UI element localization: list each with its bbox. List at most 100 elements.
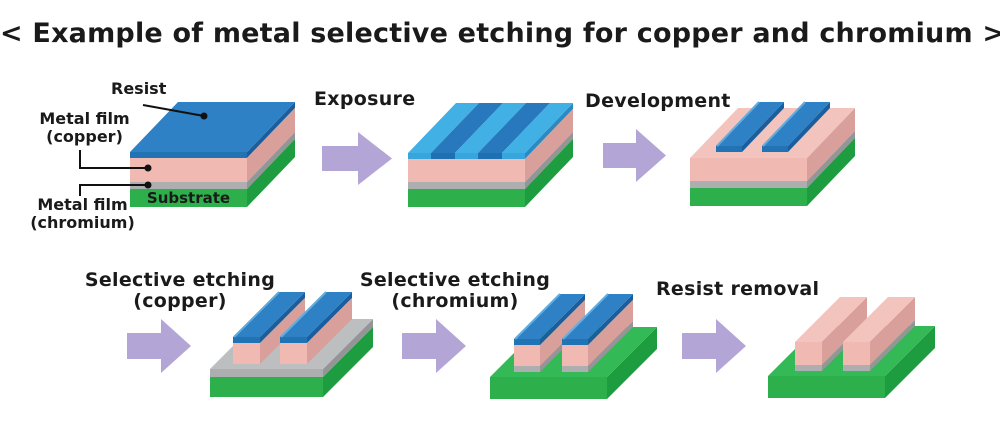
selective-etching-chromium-label: Selective etching (chromium)	[355, 270, 555, 312]
b4-ridge1-resist-front-face	[233, 337, 260, 343]
b1-chromium-right-face	[247, 132, 295, 189]
b5-ridge2-copper-front-face	[562, 345, 588, 366]
block-after-development	[690, 101, 855, 206]
b2-resist-stripe-exposed-2	[455, 103, 526, 153]
b6-ridge2-chromium-front-face	[843, 365, 870, 371]
selective-etching-copper-line1: Selective etching	[84, 269, 276, 291]
b2-resist-front-exposed-2	[455, 153, 478, 159]
b4-ridge1-highlight	[233, 291, 280, 338]
resist-removal-step-label: Resist removal	[656, 278, 820, 300]
b1-resist-top-face	[130, 102, 295, 152]
b5-ridge1-chromium-front-face	[514, 366, 540, 372]
b2-copper-front-face	[408, 159, 525, 182]
b4-ridge1-copper-right-face	[260, 298, 305, 364]
resist-pointer-line	[142, 104, 205, 117]
resist-label: Resist	[111, 79, 167, 98]
b5-ridge2-highlight	[562, 293, 609, 340]
b2-resist-stripe-unexposed-1	[431, 103, 503, 153]
copper-etch-arrow-icon	[127, 319, 191, 373]
b2-copper-right-face	[525, 109, 573, 182]
exposure-step-label: Exposure	[314, 88, 416, 110]
b4-chromium-right-face	[323, 319, 373, 377]
block-initial-stack	[130, 102, 295, 207]
b3-resist-bar1-highlight	[716, 101, 760, 147]
b2-substrate-front-face	[408, 189, 525, 207]
metal-film-copper-line2: (copper)	[46, 127, 123, 146]
b1-substrate-right-face	[247, 139, 295, 207]
b2-resist-front-unexposed-1	[431, 153, 455, 159]
b4-ridge1-resist-right-face	[260, 292, 305, 343]
b3-chromium-right-face	[807, 131, 855, 188]
b5-ridge1-resist-top-face	[514, 294, 585, 339]
b2-resist-right-face	[525, 103, 573, 159]
block-after-resist-removal	[768, 297, 935, 398]
metal-film-chromium-line1: Metal film	[37, 195, 128, 214]
selective-etching-chromium-line2: (chromium)	[391, 290, 519, 312]
b4-substrate-right-face	[323, 327, 373, 397]
b4-chromium-front-face	[210, 369, 323, 377]
b3-substrate-front-face	[690, 188, 807, 206]
b2-resist-stripe-exposed-3	[502, 103, 573, 153]
b6-ridge1-copper-top-face	[795, 297, 867, 342]
copper-pointer-line	[79, 150, 147, 169]
b5-ridge2-resist-top-face	[562, 294, 633, 339]
b5-substrate-front-face	[490, 377, 607, 399]
b1-substrate-front-face	[130, 189, 247, 207]
metal-film-chromium-label: Metal film (chromium)	[20, 196, 145, 232]
b3-copper-front-face	[690, 158, 807, 181]
b2-substrate-right-face	[525, 139, 573, 207]
b6-ridge1-copper-front-face	[795, 342, 822, 365]
b4-ridge2-resist-top-face	[280, 292, 352, 337]
b3-resist-bar2-right-face	[788, 102, 830, 152]
b3-resist-bar2-highlight	[762, 101, 806, 147]
b3-resist-bar1-top-face	[716, 102, 784, 146]
b2-resist-front-exposed-3	[502, 153, 525, 159]
b2-resist-stripe-unexposed-2	[478, 103, 550, 153]
b6-ridge2-chromium-right-face	[870, 320, 915, 371]
b1-resist-front-face	[130, 152, 247, 158]
b1-copper-right-face	[247, 108, 295, 182]
exposure-arrow-icon	[322, 132, 392, 185]
selective-etching-copper-line2: (copper)	[133, 290, 227, 312]
b5-ridge1-resist-right-face	[540, 294, 585, 345]
block-after-copper-etch	[210, 291, 373, 397]
b2-chromium-front-face	[408, 182, 525, 189]
b1-resist-right-face	[247, 102, 295, 158]
b5-substrate-right-face	[607, 327, 657, 399]
chromium-etch-arrow-icon	[402, 319, 466, 373]
metal-film-chromium-line2: (chromium)	[30, 213, 135, 232]
b5-ridge1-copper-right-face	[540, 300, 585, 366]
b4-ridge2-resist-front-face	[280, 337, 307, 343]
b6-ridge1-chromium-front-face	[795, 365, 822, 371]
b3-copper-right-face	[807, 108, 855, 181]
b3-chromium-front-face	[690, 181, 807, 188]
b2-chromium-right-face	[525, 132, 573, 189]
metal-film-copper-line1: Metal film	[39, 109, 130, 128]
b4-ridge2-copper-front-face	[280, 343, 307, 364]
b3-resist-bar1-right-face	[742, 102, 784, 152]
b4-ridge2-highlight	[280, 291, 327, 338]
block-after-exposure	[408, 103, 573, 207]
b6-ridge2-copper-top-face	[843, 297, 915, 342]
b3-substrate-right-face	[807, 138, 855, 206]
b2-resist-front-unexposed-2	[478, 153, 502, 159]
b4-ridge2-resist-right-face	[307, 292, 352, 343]
resist-removal-arrow-icon	[682, 319, 746, 373]
diagram-title: < Example of metal selective etching for…	[0, 18, 1000, 49]
selective-etching-copper-label: Selective etching (copper)	[80, 270, 280, 312]
b5-ridge2-resist-front-face	[562, 339, 588, 345]
b2-resist-stripe-exposed-1	[408, 103, 479, 153]
b5-ridge1-copper-front-face	[514, 345, 540, 366]
b5-ridge2-copper-right-face	[588, 300, 633, 366]
b4-substrate-front-face	[210, 377, 323, 397]
b2-resist-front-exposed-1	[408, 153, 431, 159]
selective-etching-chromium-line1: Selective etching	[359, 269, 551, 291]
chromium-pointer-dot	[144, 181, 152, 189]
b4-ridge1-resist-top-face	[233, 292, 305, 337]
b5-ridge2-chromium-right-face	[588, 321, 633, 372]
b3-resist-bar1-front-face	[716, 146, 742, 152]
layer-pointers	[79, 104, 208, 196]
b4-ridge2-copper-right-face	[307, 298, 352, 364]
b6-ridge2-copper-right-face	[870, 297, 915, 365]
